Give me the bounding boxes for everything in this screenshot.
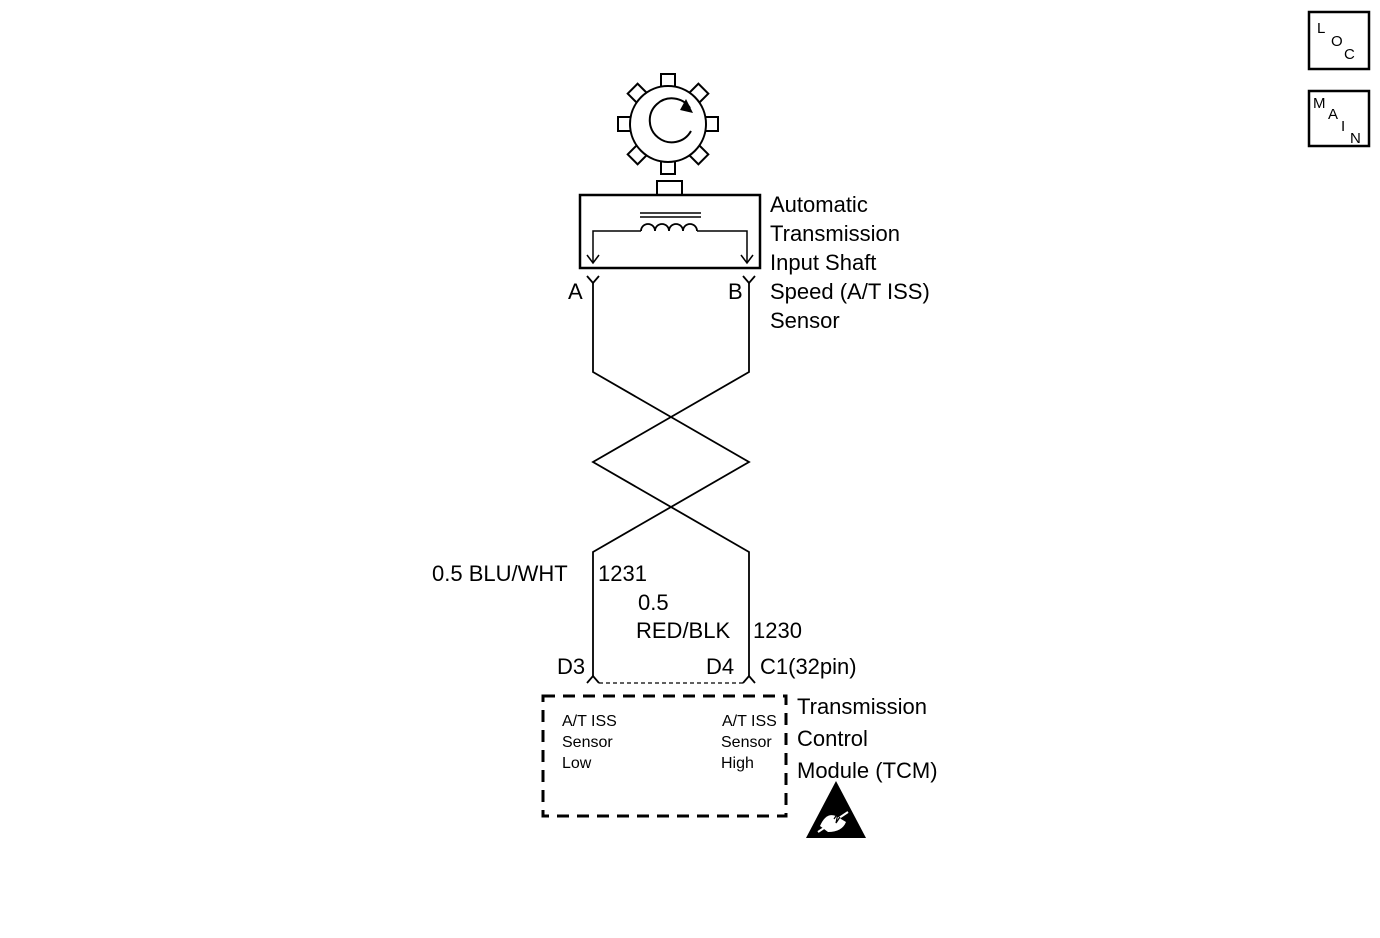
wire-1230 [591, 283, 750, 676]
sensor-name: Automatic Transmission Input Shaft Speed… [770, 192, 930, 333]
tcm-high-line-1: A/T ISS [722, 713, 777, 730]
tcm-high-line-3: High [721, 755, 754, 772]
tcm-low-line-1: A/T ISS [562, 713, 617, 730]
sensor-pin-a-label: A [568, 279, 583, 304]
wire-right-color: RED/BLK [636, 618, 730, 643]
loc-letter-l: L [1317, 20, 1325, 37]
coil-icon [640, 223, 698, 232]
tcm-module-box [541, 694, 788, 818]
sensor-name-line-1: Automatic [770, 192, 868, 217]
wire-left-circuit: 1231 [598, 561, 647, 586]
connector-id: C1(32pin) [760, 654, 857, 679]
loc-letter-o: O [1331, 33, 1343, 50]
tcm-low-line-3: Low [562, 755, 592, 772]
wire-right-size: 0.5 [638, 590, 669, 615]
wire-1231 [592, 283, 751, 676]
main-letter-n: N [1350, 130, 1361, 147]
tcm-pin-d4-terminal [742, 674, 756, 684]
tcm-input-high: A/T ISS Sensor High [721, 713, 777, 772]
tcm-pin-d4-label: D4 [706, 654, 734, 679]
sensor-pin-a-terminal [586, 275, 600, 285]
main-button[interactable]: M A I N [1307, 89, 1371, 148]
main-letter-m: M [1313, 95, 1326, 112]
main-letter-i: I [1341, 118, 1345, 135]
tcm-low-line-2: Sensor [562, 734, 613, 751]
tcm-pin-d3-label: D3 [557, 654, 585, 679]
sensor-pin-b-label: B [728, 279, 743, 304]
sensor-body [578, 180, 762, 270]
module-name-line-2: Control [797, 726, 868, 751]
tcm-high-line-2: Sensor [721, 734, 772, 751]
loc-button[interactable]: L O C [1307, 10, 1371, 71]
module-name: Transmission Control Module (TCM) [797, 694, 938, 783]
sensor-name-line-2: Transmission [770, 221, 900, 246]
module-name-line-3: Module (TCM) [797, 758, 938, 783]
tcm-pin-d3-terminal [586, 674, 600, 684]
sensor-name-line-4: Speed (A/T ISS) [770, 279, 930, 304]
module-name-line-1: Transmission [797, 694, 927, 719]
reluctor-wheel-icon [617, 73, 719, 175]
sensor-pin-b-terminal [742, 275, 756, 285]
wire-left-size-color: 0.5 BLU/WHT [432, 561, 568, 586]
loc-letter-c: C [1344, 46, 1355, 63]
tcm-input-low: A/T ISS Sensor Low [562, 713, 617, 772]
esd-warning-icon [806, 781, 866, 838]
main-letter-a: A [1328, 106, 1338, 123]
sensor-name-line-3: Input Shaft [770, 250, 876, 275]
sensor-name-line-5: Sensor [770, 308, 840, 333]
wire-right-circuit: 1230 [753, 618, 802, 643]
